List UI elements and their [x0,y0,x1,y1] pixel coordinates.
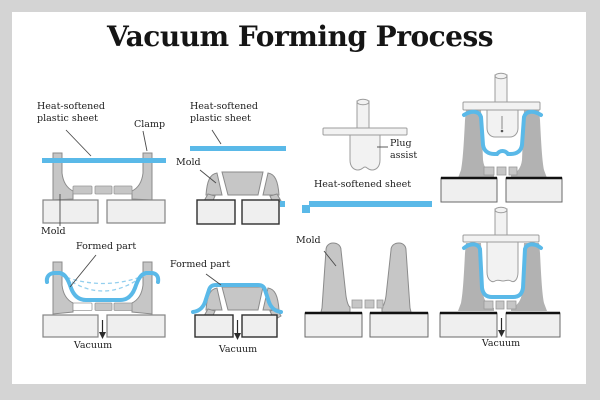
vacuum-arrowhead-icon [498,330,505,337]
plug-pressing-graphic [440,72,563,203]
mold-post-left [458,243,494,311]
mold-center [221,171,264,196]
formed-plastic-sheet [44,271,161,302]
pointer-line [65,129,92,157]
label-mold: Mold [41,226,66,237]
label-mold: Mold [296,235,321,246]
mold-base-block [42,199,99,224]
mold-post-left [320,242,351,313]
pointer-line [205,273,222,286]
plastic-sheet [42,158,166,163]
mold-floor-segment [495,300,505,310]
mold-base-block [505,177,563,203]
female-mold-formed-part-graphic [42,254,166,339]
sheet-fragment [280,201,285,207]
mold-base-block [241,199,280,225]
mold-base-block [196,199,236,225]
mold-floor-segment [94,302,113,311]
mold-post-right [381,242,412,313]
label-heat-softened-sheet: Heat-softened sheet [314,179,412,190]
mold-base-block [440,177,498,203]
mold-center [221,286,264,311]
page-title: Vacuum Forming Process [106,20,494,53]
formed-plastic-sheet [462,242,543,299]
sheet-fragment [302,205,310,213]
mold-floor-segment [508,166,518,176]
plastic-sheet-drawn [462,109,543,156]
mold-post-right [511,243,547,311]
label-vacuum: Vacuum [481,338,521,349]
mold-wedge-right [262,172,280,196]
pointer-line [69,254,97,288]
mold-floor-segment [72,185,93,195]
mold-floor-segment [113,302,133,311]
label-vacuum: Vacuum [218,344,258,355]
pointer-line [211,129,222,145]
label-formed-part: Formed part [170,259,231,270]
mold-floor-segment [483,300,494,310]
mold-base-block [42,314,99,338]
mold-base-block [505,312,561,338]
plug-rod-cap [494,72,508,80]
label-formed-part: Formed part [76,241,137,252]
mold-base-block [194,314,234,338]
plug-rod-cap [356,98,370,106]
formed-plastic-sheet [191,283,283,314]
mold-post-right [511,110,547,178]
plug-plate [322,127,408,136]
plug-body [349,134,381,171]
plug-formed-graphic [439,206,561,338]
label-heat-softened-sheet: Heat-softened plastic sheet [37,101,105,125]
mold-floor-segment [113,185,133,195]
mold-floor-segment [496,166,507,176]
mold-base-block [304,312,363,338]
female-mold-clamped-sheet-graphic [42,129,166,226]
mold-post-left [458,110,494,178]
vacuum-arrowhead-icon [234,333,241,340]
mold-floor-segment [72,302,93,311]
mold-floor-segment [483,166,495,176]
mold-base-block [106,199,166,224]
deep-mold-graphic [304,242,429,338]
label-heat-softened-sheet: Heat-softened plastic sheet [190,101,258,125]
vacuum-arrowhead-icon [99,332,106,339]
plug-body [486,241,519,283]
male-mold-sheet-graphic [190,129,286,225]
mold-base-block [439,312,498,338]
plug-plate [462,234,540,243]
plastic-sheet [309,201,432,207]
label-mold: Mold [176,157,201,168]
mold-floor-segment [94,185,113,195]
plug-center-dot [500,129,504,133]
plastic-sheet [190,146,286,151]
clamp-post-right [131,152,153,201]
clamp-post-left [52,152,74,201]
mold-floor-segment [506,300,517,310]
plug-plate [462,101,541,111]
label-clamp: Clamp [134,119,166,130]
mold-floor-segment [376,299,384,309]
label-vacuum: Vacuum [73,340,113,351]
pointer-line [323,250,337,267]
label-plug-assist: Plug assist [390,138,418,162]
pointer-line [142,130,148,152]
mold-floor-segment [364,299,375,309]
pointer-line [199,169,217,184]
mold-base-block [369,312,429,338]
plug-assist-tool-graphic [302,98,432,213]
mold-base-block [241,314,278,338]
mold-base-block [106,314,166,338]
mold-floor-segment [351,299,363,309]
plug-rod-cap [494,206,508,214]
male-mold-formed-part-graphic [191,273,283,340]
